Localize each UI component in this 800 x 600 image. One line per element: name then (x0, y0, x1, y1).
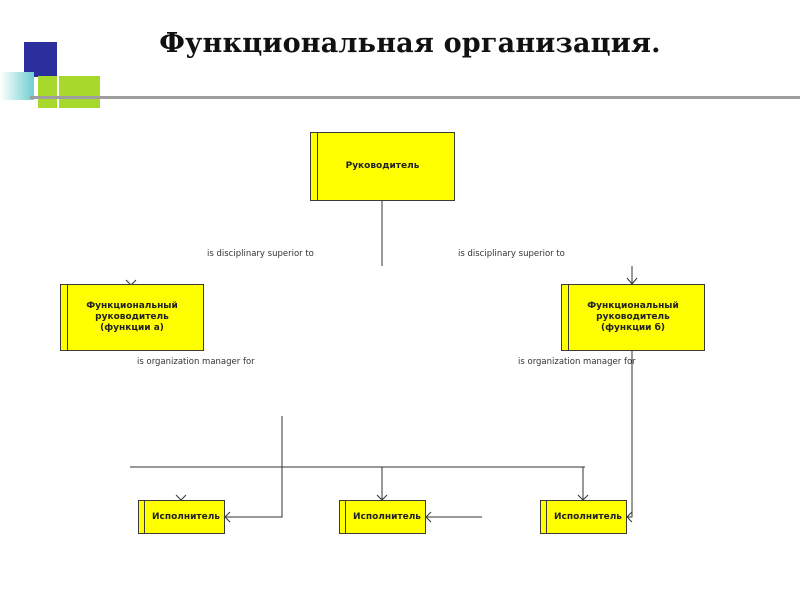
deco-green-square (38, 76, 100, 108)
deco-vertical-line (57, 40, 59, 112)
page-title: Функциональная организация. (159, 28, 661, 59)
arrow-left-into-worker-2 (425, 511, 432, 523)
node-func-b: Функциональный руководитель (функции б) (561, 284, 705, 351)
relation-org-manager-left: is organization manager for (137, 357, 255, 367)
relation-disciplinary-left: is disciplinary superior to (207, 249, 314, 259)
node-head: Руководитель (310, 132, 455, 201)
relation-org-manager-right: is organization manager for (518, 357, 636, 367)
arrow-left-into-worker-1 (224, 511, 231, 523)
title-rule (30, 96, 800, 99)
deco-blue-square (24, 42, 59, 77)
arrow-left-into-worker-3 (626, 511, 633, 523)
node-worker-1: Исполнитель (138, 500, 225, 534)
node-worker-3: Исполнитель (540, 500, 627, 534)
relation-disciplinary-right: is disciplinary superior to (458, 249, 565, 259)
node-func-a: Функциональный руководитель (функции а) (60, 284, 204, 351)
deco-teal-square (0, 72, 34, 100)
func-a-to-worker-1 (226, 416, 283, 518)
func-b-to-worker-3 (627, 351, 633, 518)
node-worker-2: Исполнитель (339, 500, 426, 534)
